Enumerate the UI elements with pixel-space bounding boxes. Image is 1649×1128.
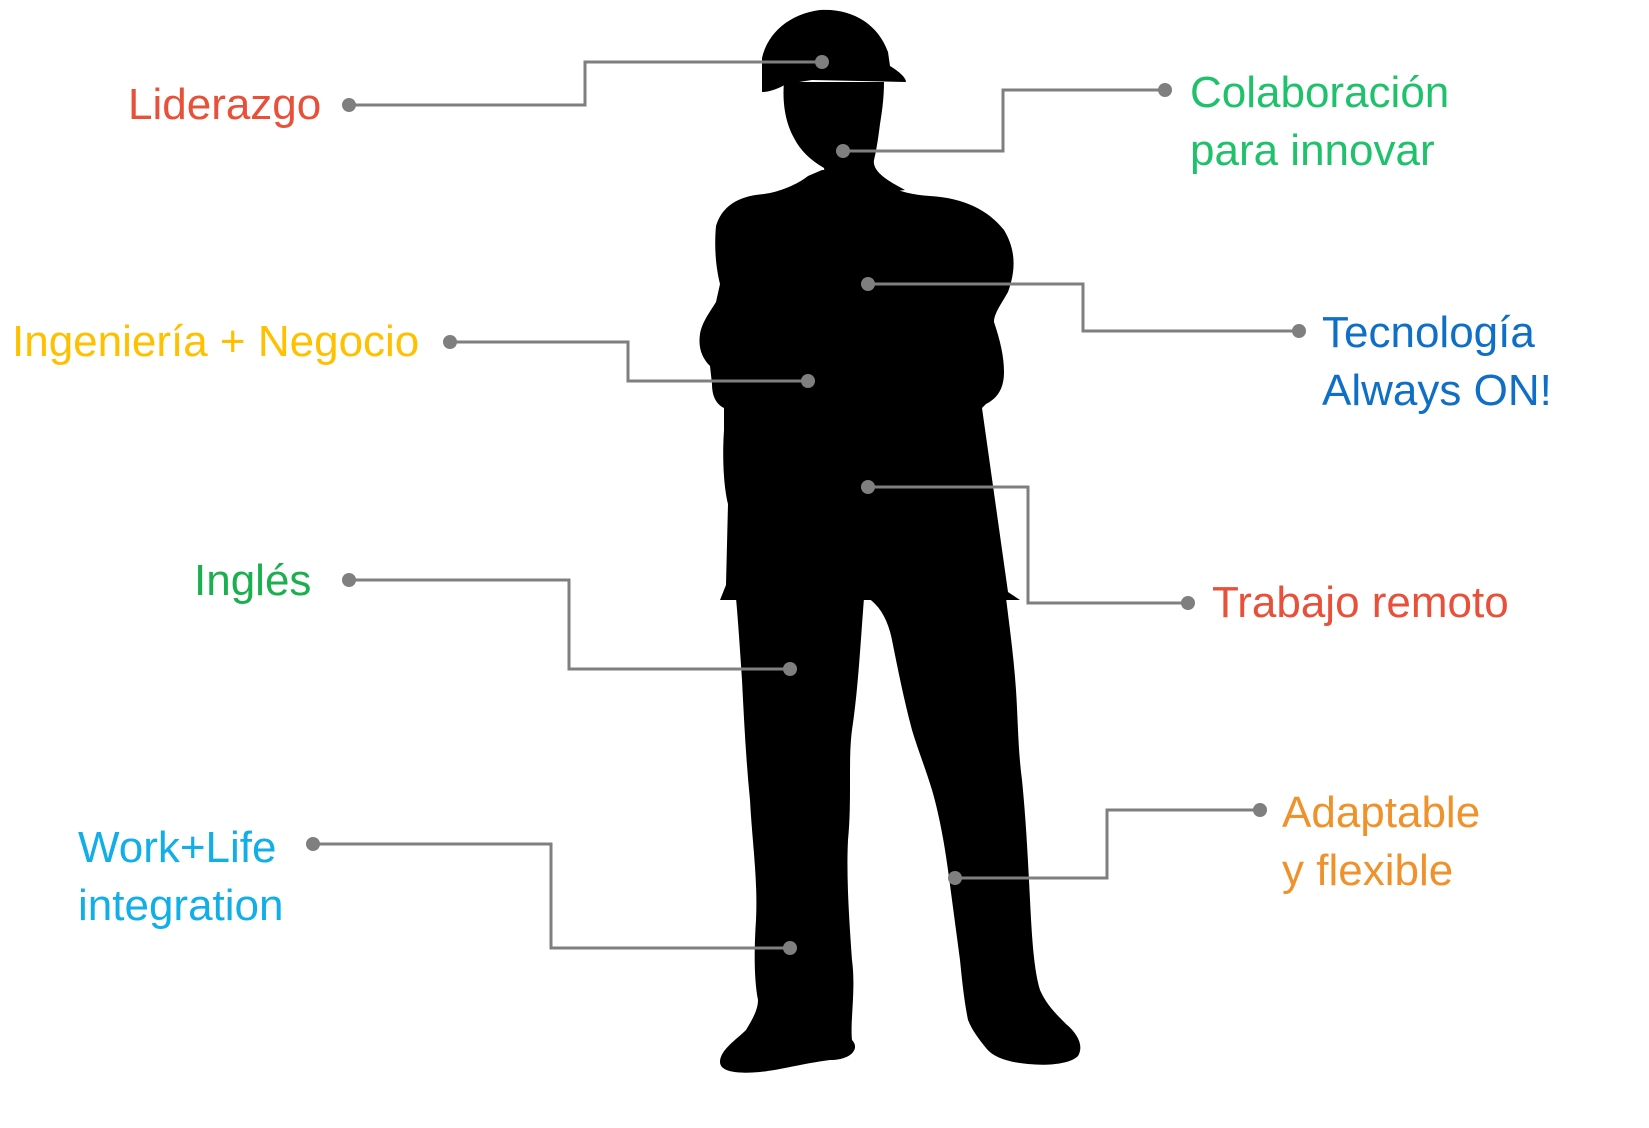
label-line: Always ON! (1322, 366, 1552, 415)
label-line: Inglés (194, 556, 312, 605)
connector-dot-icon (801, 374, 815, 388)
label-line: Adaptable (1282, 788, 1481, 837)
label-line: Tecnología (1322, 308, 1535, 357)
label-line: Trabajo remoto (1212, 578, 1509, 627)
label-line: Liderazgo (128, 80, 322, 129)
connector-adaptable (955, 808, 1260, 880)
connector-ingles (349, 578, 790, 671)
label-line: Colaboración (1190, 68, 1450, 117)
connector-dot-icon (783, 941, 797, 955)
connector-dot-icon (1292, 324, 1306, 338)
connector-dot-icon (783, 662, 797, 676)
connector-dot-icon (815, 55, 829, 69)
connector-dot-icon (861, 480, 875, 494)
connector-lines (313, 60, 1299, 950)
label-line: y flexible (1282, 846, 1454, 895)
connector-dot-icon (1253, 803, 1267, 817)
label-ingenieria: Ingeniería + Negocio (12, 313, 419, 371)
connector-dot-icon (836, 144, 850, 158)
label-tecnologia: Tecnología Always ON! (1322, 304, 1552, 420)
connector-dot-icon (861, 277, 875, 291)
label-ingles: Inglés (194, 552, 311, 610)
connector-worklife (313, 842, 790, 950)
connector-trabajo (868, 485, 1188, 605)
person-silhouette-icon (699, 9, 1081, 1073)
connector-dot-icon (306, 837, 320, 851)
connector-dot-icon (1181, 596, 1195, 610)
connector-dot-icon (443, 335, 457, 349)
label-adaptable: Adaptable y flexible (1282, 784, 1480, 900)
label-line: Ingeniería + Negocio (12, 317, 420, 366)
connector-ingenieria (450, 340, 808, 383)
label-line: para innovar (1190, 126, 1435, 175)
connector-tecnologia (868, 282, 1299, 333)
connector-colaboracion (843, 88, 1165, 153)
connector-dot-icon (1158, 83, 1172, 97)
connector-dot-icon (342, 98, 356, 112)
label-trabajo: Trabajo remoto (1212, 574, 1509, 632)
label-colaboracion: Colaboración para innovar (1190, 64, 1449, 180)
connector-dot-icon (342, 573, 356, 587)
connector-dot-icon (948, 871, 962, 885)
connector-dots (306, 55, 1306, 955)
label-worklife: Work+Life integration (78, 819, 283, 935)
label-line: Work+Life (78, 823, 277, 872)
label-liderazgo: Liderazgo (128, 76, 321, 134)
connector-liderazgo (349, 60, 822, 107)
label-line: integration (78, 881, 284, 930)
